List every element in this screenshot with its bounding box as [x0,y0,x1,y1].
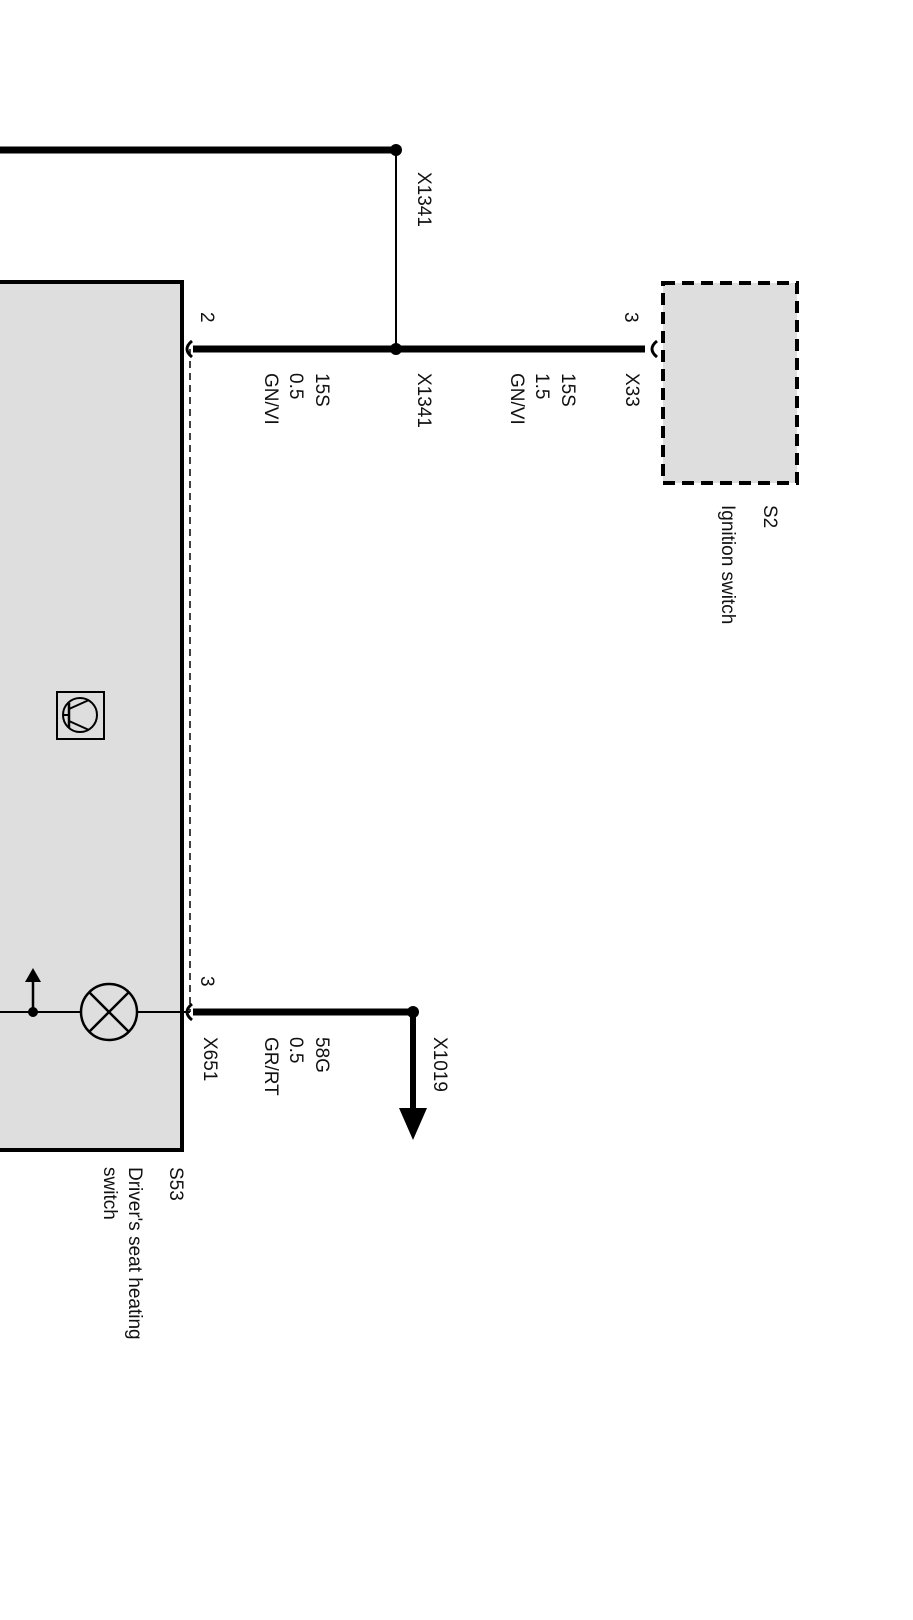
s2-name-label: Ignition switch [717,505,738,624]
s53-id-label: S53 [165,1167,186,1201]
lamp-symbol-icon [79,982,139,1042]
wire3-color: GR/RT [260,1037,281,1096]
s2-ignition-switch-box [661,281,799,485]
wire2-terminal: 15S [311,373,332,407]
wire2-size: 0.5 [285,373,306,399]
s53-pin3-label: 3 [196,976,217,987]
s53-pin3-hook [185,1002,193,1022]
wire3-size: 0.5 [285,1037,306,1063]
wire2-color: GN/VI [260,373,281,425]
s53-pin2-label: 2 [196,312,217,323]
wire1-terminal: 15S [557,373,578,407]
s53-name-line2: switch [99,1167,120,1220]
wire1-color: GN/VI [506,373,527,425]
s2-id-label: S2 [759,505,780,528]
s2-pin3-hook [650,339,658,359]
x1341-top-label: X1341 [413,172,434,227]
wire3-terminal: 58G [311,1037,332,1073]
arrow-down-icon [399,1012,427,1140]
arrow-up-icon [25,968,41,1017]
wire1-size: 1.5 [531,373,552,399]
x33-label: X33 [621,373,642,407]
s53-name-line1: Driver's seat heating [124,1167,145,1340]
x1019-label: X1019 [429,1037,450,1092]
transistor-symbol-icon [56,691,105,740]
x651-label: X651 [199,1037,220,1081]
x1341-mid-label: X1341 [413,373,434,428]
splice-x1341 [390,343,402,355]
s2-pin3-label: 3 [620,312,641,323]
